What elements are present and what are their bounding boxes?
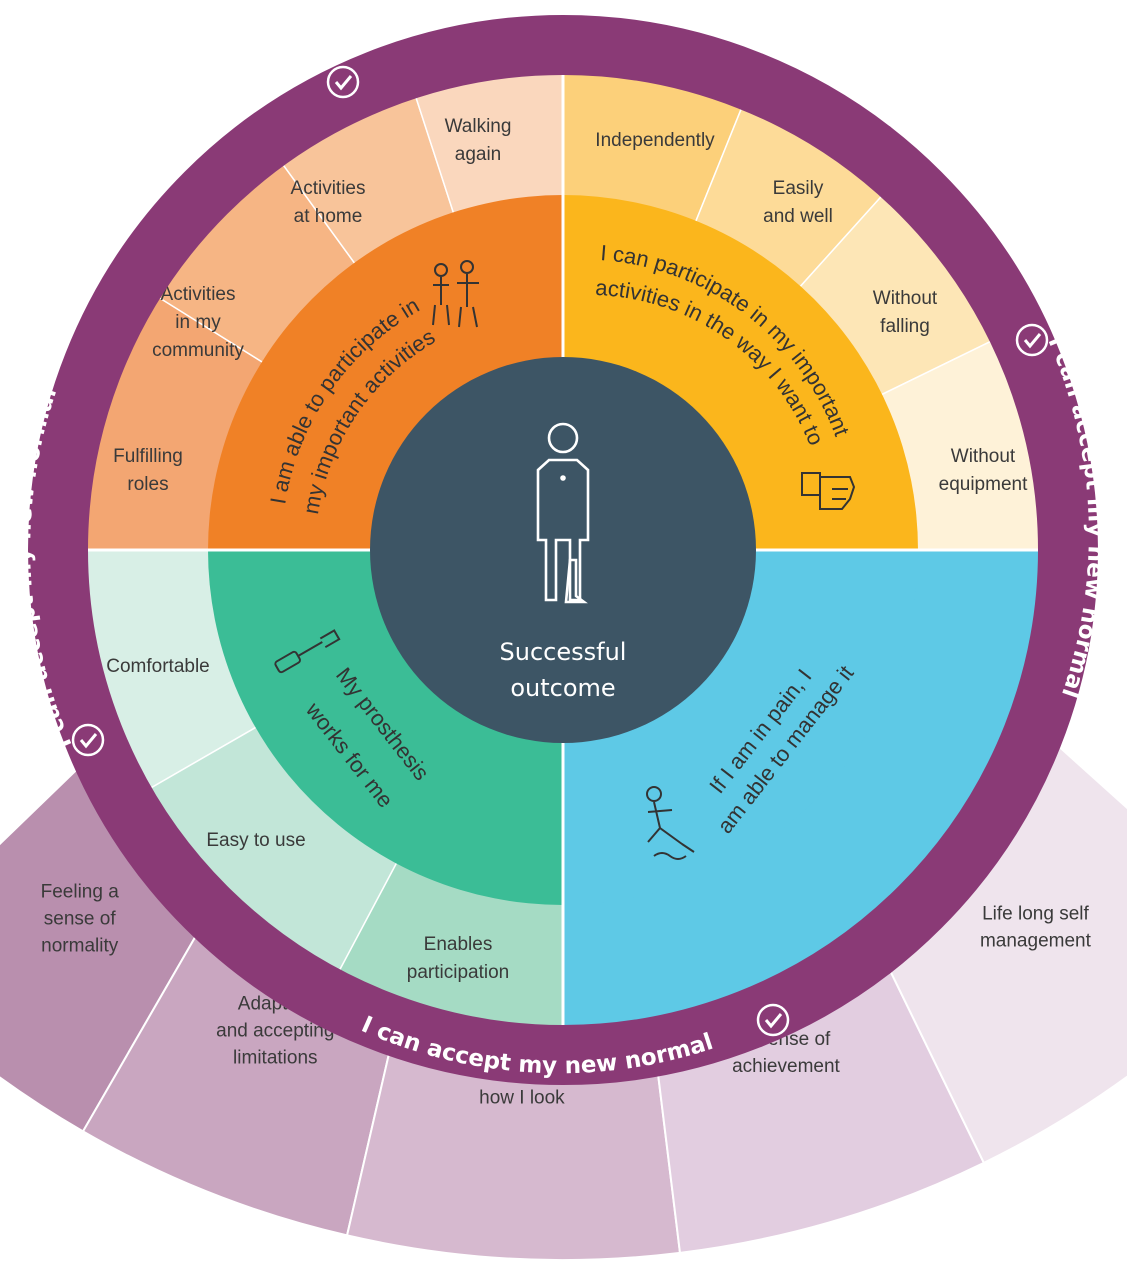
activities-segment-label-line: again [455,144,502,165]
two-people-icon [432,260,479,328]
center-line1: Successful [500,638,627,666]
prosthesis-segment-label-line: participation [407,962,509,983]
prosthesis-segment-label: Enables participation [407,934,509,983]
my-way-segment-label-line: equipment [939,474,1028,495]
bottom-segment-label-line: how I look [479,1087,565,1108]
prosthesis-segment-label: Comfortable [106,656,210,677]
bottom-segment-label: Life long self management [980,903,1092,951]
bottom-segment-label-line: limitations [233,1047,317,1068]
bottom-segment-label-line: normality [41,936,119,957]
bottom-segment-label-line: achievement [732,1056,840,1077]
activities-segment-label-line: at home [294,206,363,227]
activities-segment-label: Fulfilling roles [113,446,183,495]
activities-segment-label-line: in my [175,312,221,333]
activities-segment-label-line: roles [127,474,168,495]
my-way-segment-label-line: Without [873,288,938,309]
prosthesis-segment-label: Easy to use [206,830,305,851]
bottom-segment-label: Feeling a sense of normality [41,882,120,957]
bottom-segment-label-line: Feeling a [41,882,120,903]
check-icon [1015,323,1049,357]
my-way-segment-label-line: Independently [595,130,715,151]
check-icon [326,65,360,99]
prosthesis-segment-label-line: Easy to use [206,830,305,851]
prosthetic-leg-icon [274,629,341,674]
activities-segment-label: Walking again [445,116,512,165]
my-way-segment-label-line: falling [880,316,930,337]
check-icon [756,1003,790,1037]
bottom-segment-label-line: management [980,930,1092,951]
accept-ring [28,15,1098,1085]
center-line2: outcome [510,674,615,702]
thumbs-up-icon [801,472,856,510]
person-in-pain-icon [646,786,695,860]
activities-segment-label: Activities at home [291,178,366,227]
bottom-segment-label-line: Life long self [982,903,1089,924]
my-way-segment-label: Without equipment [939,446,1028,495]
activities-segment-label-line: Activities [291,178,366,199]
bottom-segment-label-line: and accepting [216,1020,334,1041]
person-prosthetic-leg-icon [536,422,590,604]
activities-segment-label-line: Walking [445,116,512,137]
my-way-segment-label-line: Without [951,446,1016,467]
my-way-segment-label-line: and well [763,206,833,227]
my-way-segment-label: Without falling [873,288,938,337]
activities-segment-label-line: Activities [161,284,236,305]
my-way-segment-label: Easily and well [763,178,833,227]
check-icon [71,723,105,757]
my-way-segment-label: Independently [595,130,715,151]
prosthesis-segment-label-line: Enables [424,934,493,955]
bottom-segment-label-line: sense of [44,909,117,930]
prosthesis-segment-label-line: Comfortable [106,656,210,677]
activities-segment-label-line: Fulfilling [113,446,183,467]
activities-segment-label: Activities in my community [152,284,244,361]
center-circle [370,357,756,743]
my-way-segment-label-line: Easily [773,178,824,199]
activities-segment-label-line: community [152,340,244,361]
